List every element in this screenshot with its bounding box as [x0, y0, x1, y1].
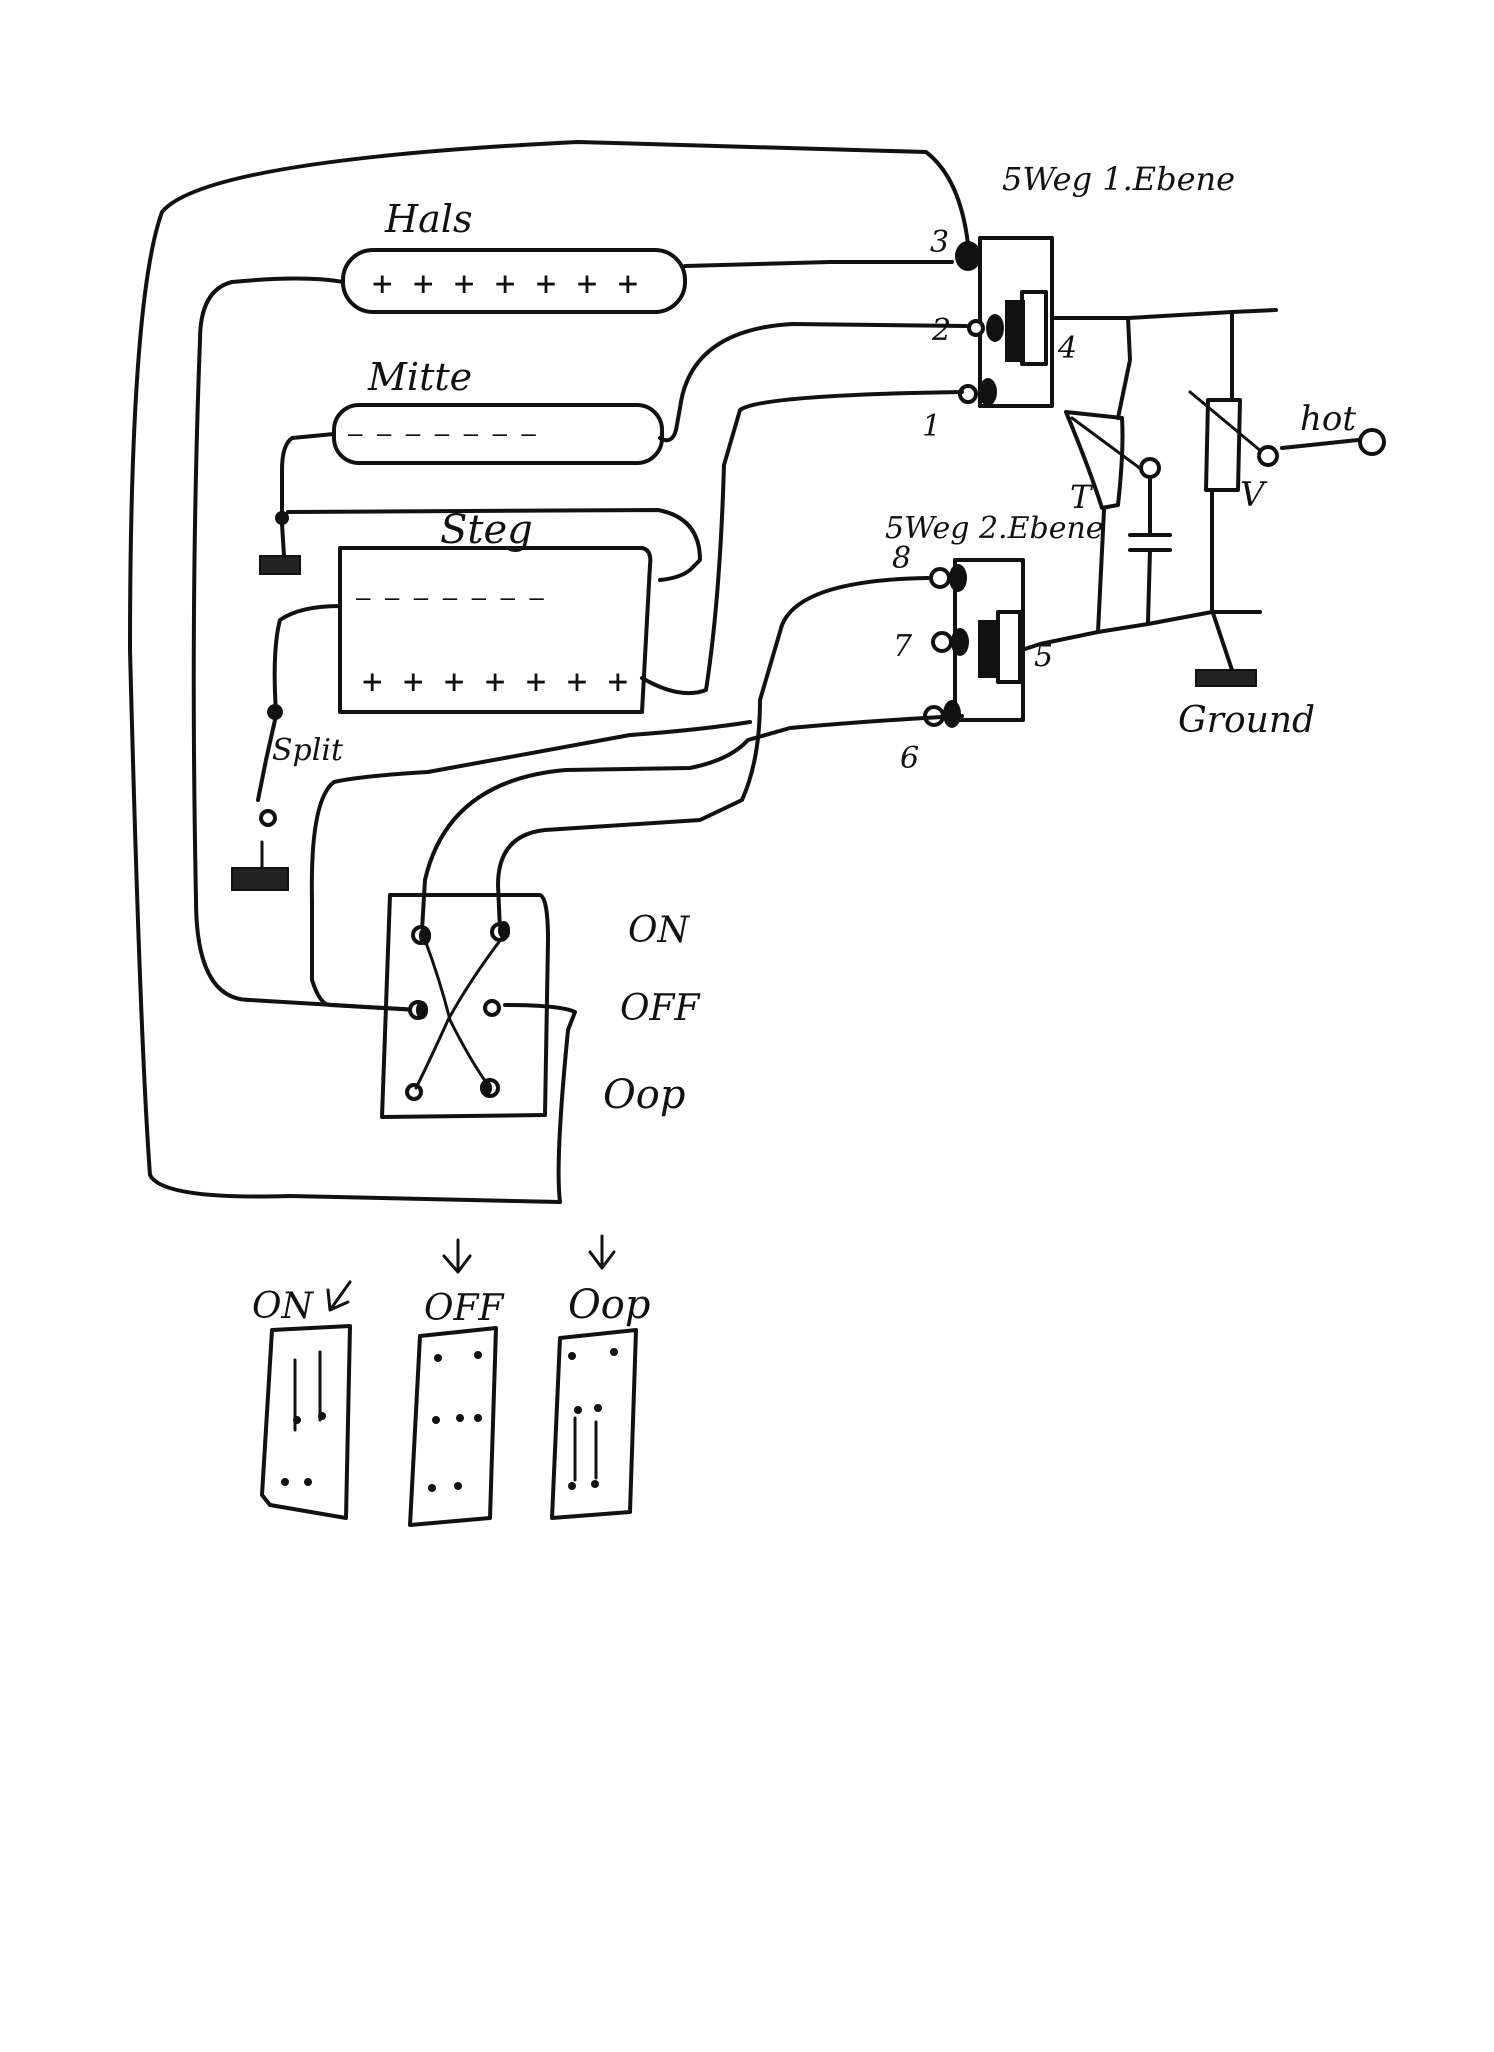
legend-off — [408, 1326, 498, 1527]
legend-off-arrow-icon — [442, 1238, 472, 1274]
tone-label: T — [1070, 478, 1094, 516]
tone-capacitor — [1128, 476, 1172, 624]
dpdt-switch — [380, 893, 550, 1119]
lug-5: 5 — [1034, 639, 1053, 674]
lug-4: 4 — [1057, 331, 1077, 366]
hot-label: hot — [1300, 399, 1356, 439]
lug-7: 7 — [893, 629, 913, 664]
middle-pickup: — — — — — — — — [332, 403, 664, 465]
neck-pickup-poles: + + + + + + + — [372, 264, 638, 304]
volume-pot — [1188, 390, 1279, 492]
lug-1: 1 — [922, 409, 941, 444]
lug-6: 6 — [900, 741, 919, 776]
legend-on — [260, 1324, 352, 1520]
split-ground-symbol — [231, 867, 289, 891]
bridge-top-poles: — — — — — — — — [356, 584, 544, 612]
ground-label: Ground — [1178, 700, 1315, 741]
bridge-pickup: — — — — — — — + + + + + + + — [338, 546, 653, 714]
wiring — [128, 140, 1278, 1204]
lug-2: 2 — [931, 313, 951, 348]
legend-on-arrow-icon — [326, 1280, 352, 1312]
legend-oop — [550, 1328, 638, 1520]
volume-label: V — [1240, 475, 1268, 515]
legend-oop-arrow-icon — [588, 1234, 616, 1270]
bridge-bottom-poles: + + + + + + + — [362, 662, 628, 702]
output-jack — [1358, 428, 1386, 456]
selector-level-1-label: 5Weg 1.Ebene — [1002, 160, 1235, 198]
lug-8: 8 — [892, 541, 911, 576]
lug-3: 3 — [930, 225, 949, 260]
selector-level-1 — [955, 236, 1054, 408]
selector-level-2 — [923, 558, 1025, 728]
middle-ground-symbol — [259, 555, 301, 575]
switch-position-on: ON — [628, 910, 691, 951]
selector-level-2-label: 5Weg 2.Ebene — [885, 511, 1104, 546]
bridge-pickup-label: Steg — [440, 507, 533, 553]
ground-symbol — [1195, 608, 1257, 687]
legend-off-label: OFF — [424, 1288, 505, 1329]
switch-position-off: OFF — [620, 988, 701, 1029]
switch-position-oop: Oop — [603, 1072, 685, 1118]
middle-pickup-label: Mitte — [367, 355, 472, 399]
split-label: Split — [272, 733, 344, 768]
neck-pickup: + + + + + + + — [341, 248, 687, 314]
legend-on-label: ON — [252, 1286, 315, 1327]
legend-oop-label: Oop — [568, 1282, 650, 1328]
middle-pickup-poles: — — — — — — — — [348, 420, 536, 448]
neck-pickup-label: Hals — [384, 197, 472, 241]
